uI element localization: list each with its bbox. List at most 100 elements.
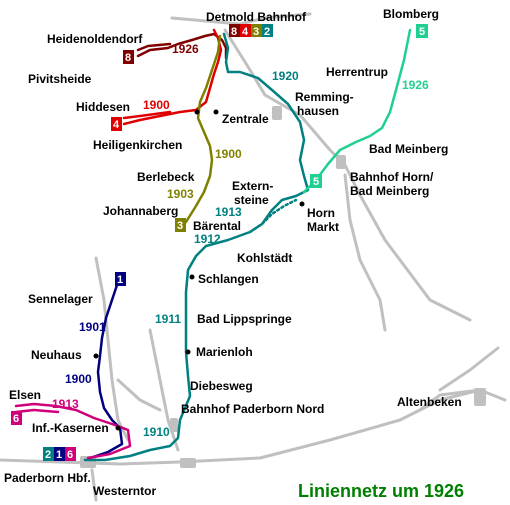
stops xyxy=(93,109,305,431)
line-4-route-b xyxy=(122,110,172,120)
rail-horn-south xyxy=(343,173,387,332)
svg-text:3: 3 xyxy=(253,26,259,38)
label-herrentrup: Herrentrup xyxy=(326,65,388,79)
label-remminghausen-1: Remming- xyxy=(295,90,354,104)
year-1926-line-5: 1926 xyxy=(402,78,429,92)
station-altenbeken xyxy=(474,388,486,406)
year-1910-line-2: 1910 xyxy=(143,425,170,439)
year-1900-line-3: 1900 xyxy=(215,147,242,161)
label-bhf-horn-1: Bahnhof Horn/ xyxy=(350,170,434,184)
badge-6-paderborn: 6 xyxy=(65,447,76,461)
svg-text:5: 5 xyxy=(313,176,319,188)
line-3-route xyxy=(184,34,222,224)
line-1-route xyxy=(88,280,124,460)
tram-lines xyxy=(14,28,412,462)
label-detmold-bahnhof: Detmold Bahnhof xyxy=(206,10,307,24)
line-5-route xyxy=(302,28,412,194)
svg-text:1: 1 xyxy=(56,449,62,461)
svg-text:8: 8 xyxy=(125,52,131,64)
line-badges: 8 4 3 2 8 4 3 5 5 1 6 2 1 6 xyxy=(11,24,428,461)
label-bhf-horn-2: Bad Meinberg xyxy=(350,184,429,198)
label-heiligenkirchen: Heiligenkirchen xyxy=(93,138,182,152)
rail-altenbeken-loop xyxy=(418,388,507,412)
railway-lines xyxy=(0,12,507,502)
label-neuhaus: Neuhaus xyxy=(31,348,82,362)
svg-text:6: 6 xyxy=(67,449,73,461)
svg-text:5: 5 xyxy=(419,26,425,38)
svg-text:4: 4 xyxy=(113,119,120,131)
map-title: Liniennetz um 1926 xyxy=(298,481,464,501)
line-8-route xyxy=(136,32,228,60)
label-remminghausen-2: hausen xyxy=(297,104,339,118)
rail-altenbeken-east xyxy=(438,346,500,392)
label-kohlstaedt: Kohlstädt xyxy=(237,251,292,265)
badge-1-sennelager: 1 xyxy=(115,272,126,286)
label-externsteine-1: Extern- xyxy=(232,179,273,193)
stop-horn-markt xyxy=(299,201,305,207)
label-baerental: Bärental xyxy=(193,219,241,233)
badge-3-johannaberg: 3 xyxy=(175,218,186,232)
year-1913-line-6: 1913 xyxy=(52,397,79,411)
badge-8-heidenoldendorf: 8 xyxy=(123,50,134,64)
label-horn-2: Markt xyxy=(307,220,339,234)
label-diebesweg: Diebesweg xyxy=(190,379,253,393)
svg-text:3: 3 xyxy=(177,220,183,232)
badge-4-detmold: 4 xyxy=(240,24,251,38)
stop-zentrale xyxy=(213,109,219,115)
stop-marienloh xyxy=(185,349,191,355)
rail-pb-south xyxy=(90,468,98,502)
svg-text:1: 1 xyxy=(117,274,123,286)
label-marienloh: Marienloh xyxy=(196,345,253,359)
label-berlebeck: Berlebeck xyxy=(137,170,195,184)
label-paderborn-hbf: Paderborn Hbf. xyxy=(4,471,91,485)
line-2-route-north xyxy=(83,32,310,462)
badge-6-elsen: 6 xyxy=(11,411,22,425)
line-6-route xyxy=(14,402,132,460)
label-bad-meinberg: Bad Meinberg xyxy=(369,142,448,156)
badge-5-horn: 5 xyxy=(310,174,322,188)
year-1911-line-2: 1911 xyxy=(155,312,181,326)
line-2-extern-dotted xyxy=(248,198,298,234)
svg-text:6: 6 xyxy=(13,413,19,425)
badge-1-paderborn: 1 xyxy=(54,447,65,461)
badge-2-paderborn: 2 xyxy=(43,447,54,461)
station-pb-nord xyxy=(170,418,178,432)
label-bhf-paderborn-nord: Bahnhof Paderborn Nord xyxy=(181,402,324,416)
year-labels: 1926 1900 1920 1926 1900 1903 1913 1912 … xyxy=(52,42,429,439)
rail-detmold-north xyxy=(170,12,312,26)
svg-text:8: 8 xyxy=(231,26,237,38)
badge-4-hiddesen: 4 xyxy=(111,117,122,131)
label-zentrale: Zentrale xyxy=(222,112,269,126)
stop-inf-kasernen xyxy=(115,425,121,431)
year-1926-line-8: 1926 xyxy=(172,42,199,56)
label-blomberg: Blomberg xyxy=(383,7,439,21)
rail-sennelager-branch xyxy=(116,378,162,412)
rail-sennelager xyxy=(94,256,130,442)
station-remminghausen xyxy=(272,106,282,120)
badge-2-detmold: 2 xyxy=(262,24,273,38)
place-labels: Detmold Bahnhof Heidenoldendorf Pivitshe… xyxy=(4,7,462,498)
badge-3-detmold: 3 xyxy=(251,24,262,38)
label-sennelager: Sennelager xyxy=(28,292,93,306)
label-johannaberg: Johannaberg xyxy=(103,204,178,218)
year-1913-line-2: 1913 xyxy=(215,205,242,219)
line-4-route xyxy=(122,28,223,126)
label-heidenoldendorf: Heidenoldendorf xyxy=(47,32,143,46)
year-1901-line-1: 1901 xyxy=(79,320,106,334)
svg-text:4: 4 xyxy=(242,26,249,38)
label-schlangen: Schlangen xyxy=(198,272,259,286)
stop-neuhaus xyxy=(93,353,99,359)
label-bad-lippspringe: Bad Lippspringe xyxy=(197,312,292,326)
rail-paderborn-east xyxy=(178,388,482,464)
svg-text:2: 2 xyxy=(45,449,51,461)
label-inf-kasernen: Inf.-Kasernen xyxy=(32,421,109,435)
year-1912-line-2: 1912 xyxy=(194,232,221,246)
station-westerntor xyxy=(180,458,196,468)
label-hiddesen: Hiddesen xyxy=(76,100,130,114)
svg-text:2: 2 xyxy=(264,26,270,38)
label-pivitsheide: Pivitsheide xyxy=(28,72,92,86)
label-altenbeken: Altenbeken xyxy=(397,395,462,409)
rail-pb-nord xyxy=(148,328,180,452)
year-1920-line-2: 1920 xyxy=(272,69,299,83)
